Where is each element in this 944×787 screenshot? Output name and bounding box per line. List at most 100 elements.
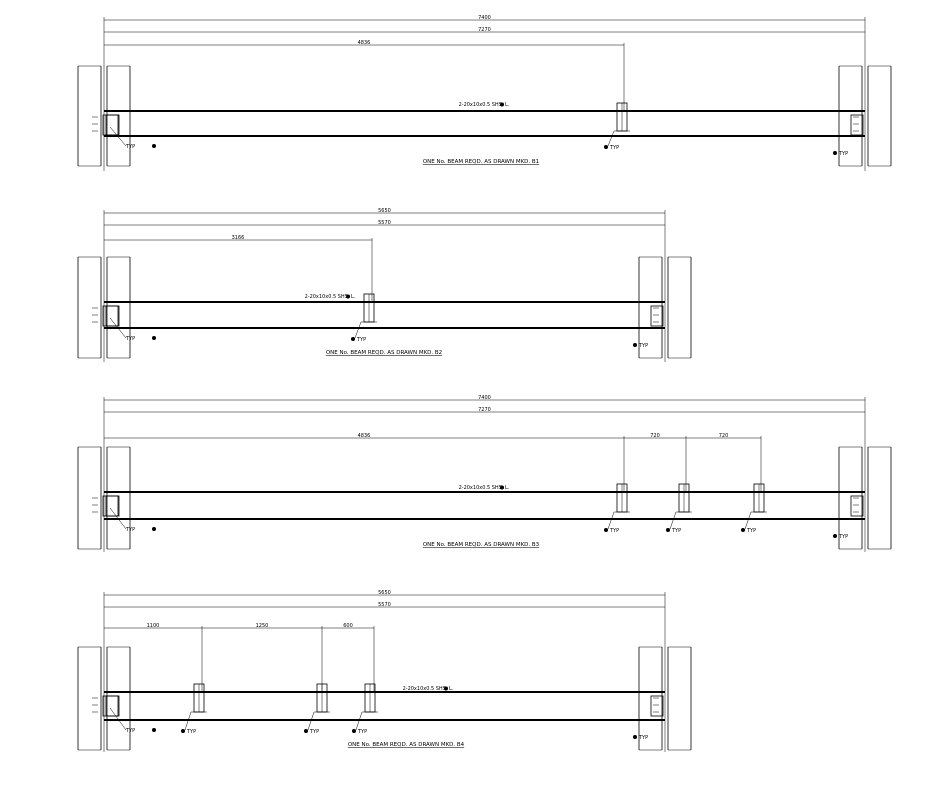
leader-line: [307, 711, 315, 731]
beam-note: 2-20x10x0.5 SHS. L.: [305, 294, 356, 300]
end-left-label: TYP: [125, 527, 135, 533]
leader-line: [354, 321, 362, 339]
end-plate: [105, 695, 119, 717]
section-marker: [741, 528, 745, 532]
column-left: [77, 256, 131, 359]
end-plate: [102, 495, 120, 517]
end-plate: [105, 305, 119, 327]
leader-line: [184, 711, 192, 731]
stiffener: TYP: [741, 483, 767, 534]
leader-line: [607, 511, 615, 530]
dim-segment-label: 1100: [147, 623, 160, 629]
dim-overall-label: 7400: [478, 15, 491, 21]
stiffener: TYP: [304, 683, 330, 735]
dim-segment-label: 600: [343, 623, 353, 629]
end-left-marker: [152, 527, 156, 531]
stiffener: TYP: [604, 483, 630, 534]
note-marker: [500, 485, 504, 490]
end-left-marker: [152, 728, 156, 732]
note-marker: [500, 102, 504, 107]
end-right-marker: [833, 534, 837, 538]
stiffener-label: TYP: [609, 528, 619, 534]
end-right-label: TYP: [838, 534, 848, 540]
section-marker: [604, 145, 608, 149]
beam-title: ONE No. BEAM REQD. AS DRAWN MKD. B2: [326, 350, 442, 356]
dim-segment-label: 720: [719, 433, 729, 439]
leader-line: [669, 511, 677, 530]
end-left-leader: [109, 507, 127, 530]
end-right-label: TYP: [838, 151, 848, 157]
stiffener-label: TYP: [746, 528, 756, 534]
end-plate: [850, 114, 864, 136]
dim-segment-label: 1250: [256, 623, 269, 629]
dim-segment-label: 720: [650, 433, 660, 439]
dim-span-label: 7270: [478, 407, 491, 413]
section-marker: [304, 729, 308, 733]
end-plate: [850, 495, 864, 517]
leader-line: [607, 130, 615, 147]
end-left-marker: [152, 144, 156, 148]
leader-line: [355, 711, 363, 731]
section-marker: [181, 729, 185, 733]
beam-title: ONE No. BEAM REQD. AS DRAWN MKD. B4: [348, 742, 465, 748]
end-plate: [102, 305, 120, 327]
column-right: [638, 646, 692, 751]
end-plate: [105, 114, 119, 136]
leader-line: [744, 511, 752, 530]
end-plate: [650, 695, 664, 717]
end-right-label: TYP: [638, 735, 648, 741]
column-left: [77, 646, 131, 751]
beam-note: 2-20x10x0.5 SHS. L.: [459, 102, 510, 108]
end-right-marker: [833, 151, 837, 155]
beam-note: 2-20x10x0.5 SHS. L.: [459, 485, 510, 491]
dim-segment-label: 3166: [232, 235, 245, 241]
end-left-label: TYP: [125, 728, 135, 734]
dim-segment-label: 4836: [358, 433, 371, 439]
dim-overall-label: 5650: [378, 208, 391, 214]
end-plate: [102, 695, 120, 717]
column-right: [638, 256, 692, 359]
beam-title: ONE No. BEAM REQD. AS DRAWN MKD. B1: [423, 159, 539, 165]
end-plate: [105, 495, 119, 517]
stiffener: TYP: [666, 483, 692, 534]
end-left-marker: [152, 336, 156, 340]
beam-3: 7400 7270 4836 720 720 2-20x10x0.5 SHS. L. TYP…: [77, 395, 892, 552]
stiffener: TYP: [352, 683, 378, 735]
section-marker: [604, 528, 608, 532]
stiffener-label: TYP: [357, 729, 367, 735]
dim-span-label: 5570: [378, 220, 391, 226]
dim-span-label: 7270: [478, 27, 491, 33]
end-right-label: TYP: [638, 343, 648, 349]
end-left-leader: [109, 317, 127, 339]
stiffener: TYP: [351, 293, 377, 343]
section-marker: [666, 528, 670, 532]
end-left-leader: [109, 126, 127, 147]
stiffener-label: TYP: [609, 145, 619, 151]
note-marker: [444, 686, 448, 691]
end-right-marker: [633, 343, 637, 347]
column-right: [838, 446, 892, 550]
end-left-leader: [109, 707, 127, 731]
end-right-marker: [633, 735, 637, 739]
beam-2: 5650 5570 3166 2-20x10x0.5 SHS. L. TYP TYP TYP…: [77, 208, 692, 362]
beam-note: 2-20x10x0.5 SHS. L.: [403, 686, 454, 692]
end-plate: [650, 305, 664, 327]
stiffener-label: TYP: [186, 729, 196, 735]
stiffener: TYP: [181, 683, 207, 735]
stiffener-label: TYP: [356, 337, 366, 343]
column-left: [77, 446, 131, 550]
end-plate: [102, 114, 120, 136]
stiffener: TYP: [604, 102, 630, 151]
beam-title: ONE No. BEAM REQD. AS DRAWN MKD. B3: [423, 542, 540, 548]
column-left: [77, 65, 131, 167]
dim-overall-label: 7400: [478, 395, 491, 401]
end-left-label: TYP: [125, 144, 135, 150]
stiffener-label: TYP: [671, 528, 681, 534]
dim-overall-label: 5650: [378, 590, 391, 596]
end-left-label: TYP: [125, 336, 135, 342]
stiffener-label: TYP: [309, 729, 319, 735]
note-marker: [346, 294, 350, 299]
